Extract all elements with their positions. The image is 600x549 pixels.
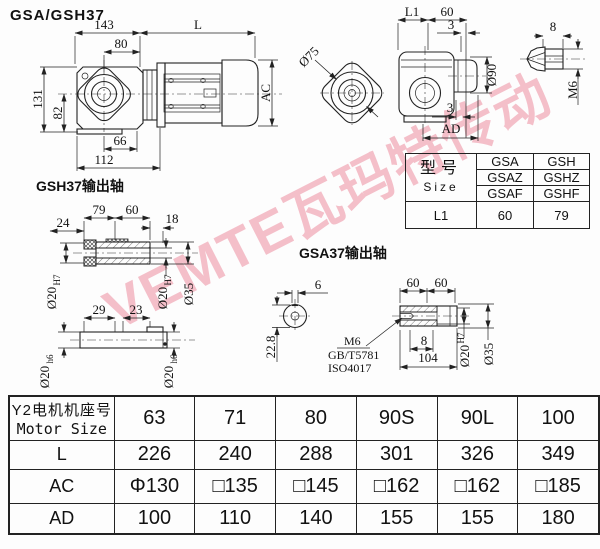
dim-value-cell: □162: [355, 468, 438, 504]
dim-label: 60: [126, 202, 139, 217]
dim-label: Ø90: [484, 64, 499, 86]
dim-label: 3: [447, 100, 454, 115]
dim-label: L: [194, 17, 202, 32]
dim-value-cell: 140: [275, 502, 357, 535]
bolt-detail-drawing: 8 M6: [520, 19, 586, 105]
size-table-header: 型号 Size: [405, 153, 477, 202]
dim-tolerance: H7: [163, 274, 173, 285]
dim-row-label: AC: [8, 468, 115, 504]
dim-label: Ø35: [481, 343, 496, 365]
dim-value-cell: 326: [436, 439, 519, 470]
dim-label: Ø20: [161, 366, 176, 388]
gsa-shaft-label: GSA37输出轴: [299, 245, 387, 261]
dim-value-cell: □162: [436, 468, 519, 504]
dim-value-cell: 288: [275, 439, 357, 470]
dim-tolerance: h6: [45, 354, 55, 364]
thread-standard: GB/T5781: [328, 348, 379, 362]
top-view-drawing: L1 60 3 3 Ø90 AD: [397, 4, 499, 141]
dim-label: Ø20: [44, 287, 59, 309]
flange-view-drawing: Ø75: [295, 43, 384, 125]
dim-tolerance: h6: [169, 354, 179, 364]
dim-label: Ø20: [457, 345, 472, 367]
dim-label: 8: [550, 19, 557, 34]
thread-spec: M6: [344, 334, 361, 348]
dim-label: 80: [115, 36, 128, 51]
dim-label: 60: [441, 4, 454, 19]
model-cell: GSAF: [476, 185, 534, 202]
motor-size-header: Y2电机机座号 Motor Size: [8, 395, 115, 441]
dim-value-cell: 155: [436, 502, 519, 535]
frame-size-cell: 63: [113, 395, 196, 441]
gsa-shaft-drawing: 6 22.8 60 60: [263, 275, 496, 375]
l1-label: L1: [405, 201, 477, 229]
dim-label: M6: [565, 80, 580, 99]
dim-label: 6: [315, 277, 322, 292]
dim-label: AC: [258, 84, 273, 102]
dim-label: 18: [166, 211, 179, 226]
model-cell: GSHZ: [533, 169, 590, 186]
size-header-cn: 型号: [419, 159, 462, 177]
dim-label: 131: [30, 89, 45, 109]
dim-label: 79: [93, 202, 106, 217]
l1-value: 79: [533, 201, 590, 229]
dim-value-cell: 110: [194, 502, 277, 535]
dim-label: 3: [448, 17, 455, 32]
dim-tolerance: H7: [456, 332, 466, 343]
model-cell: GSH: [533, 153, 590, 170]
frame-size-cell: 90L: [436, 395, 519, 441]
frame-size-cell: 100: [517, 395, 600, 441]
dim-label: 24: [57, 215, 71, 230]
size-header-en: Size: [423, 180, 459, 195]
dim-label: Ø75: [295, 43, 321, 69]
dim-label: 60: [407, 275, 420, 290]
gsh-shaft-label: GSH37输出轴: [36, 178, 124, 194]
dim-value-cell: 180: [517, 502, 600, 535]
dim-value-cell: 301: [355, 439, 438, 470]
dim-label: 66: [114, 133, 128, 148]
motor-header-cn: Y2电机机座号: [11, 401, 112, 419]
dim-value-cell: 226: [113, 439, 196, 470]
model-cell: GSA: [476, 153, 534, 170]
gsh-shaft-drawing: 79 60 24 18 Ø20 H7 Ø20 H7: [37, 202, 198, 388]
dim-label: 23: [130, 302, 143, 317]
dim-value-cell: □135: [194, 468, 277, 504]
drawing-title: GSA/GSH37: [10, 7, 105, 24]
model-cell: GSHF: [533, 185, 590, 202]
dim-row-label: L: [8, 439, 115, 470]
thread-standard: ISO4017: [328, 361, 371, 375]
dim-label: Ø20: [155, 287, 170, 309]
dim-label: 60: [435, 275, 448, 290]
dim-row-label: AD: [8, 502, 115, 535]
frame-size-cell: 80: [275, 395, 357, 441]
dim-label: Ø35: [181, 283, 196, 305]
dim-label: 8: [421, 333, 428, 348]
size-l1-table: 型号 Size GSA GSH GSAZ GSHZ GSAF GSHF L1 6…: [405, 153, 590, 229]
motor-header-en: Motor Size: [16, 419, 107, 438]
dim-label: 112: [94, 152, 113, 167]
dim-label: AD: [442, 121, 461, 136]
dim-value-cell: 100: [113, 502, 196, 535]
dim-value-cell: □185: [517, 468, 600, 504]
model-cell: GSAZ: [476, 169, 534, 186]
dim-label: L1: [405, 4, 419, 19]
frame-size-cell: 90S: [355, 395, 438, 441]
dim-value-cell: □145: [275, 468, 357, 504]
dim-label: Ø20: [37, 366, 52, 388]
motor-dimensions-table: Y2电机机座号 Motor Size 63 71 80 90S 90L 100 …: [8, 395, 600, 535]
dim-label: 82: [50, 107, 65, 120]
dim-value-cell: Φ130: [113, 468, 196, 504]
dim-value-cell: 349: [517, 439, 600, 470]
dim-label: 29: [93, 302, 106, 317]
dim-value-cell: 155: [355, 502, 438, 535]
dim-label: 143: [94, 17, 114, 32]
dim-value-cell: 240: [194, 439, 277, 470]
dim-label: 22.8: [263, 336, 278, 359]
l1-value: 60: [476, 201, 534, 229]
frame-size-cell: 71: [194, 395, 277, 441]
dim-tolerance: H7: [52, 274, 62, 285]
dim-label: 104: [418, 350, 438, 365]
side-view-drawing: 143 L 80 131 82 AC 66 112: [30, 17, 282, 171]
